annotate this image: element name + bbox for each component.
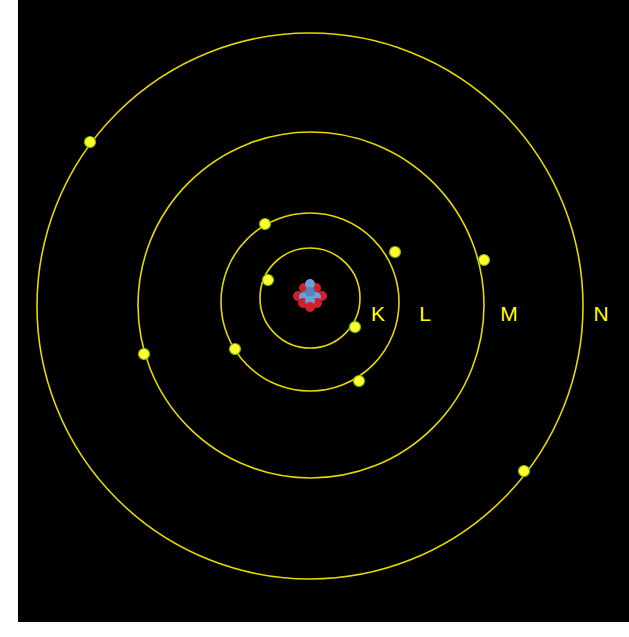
n-shell: [37, 33, 583, 579]
electrons: [85, 137, 530, 477]
shell-label: K: [371, 303, 385, 324]
m-shell: [138, 132, 484, 478]
shell-label: L: [419, 303, 431, 324]
shell-label: M: [500, 303, 518, 324]
background: [18, 0, 629, 622]
shell-label: N: [593, 303, 608, 324]
shells: [37, 33, 583, 579]
nucleus: [293, 279, 327, 312]
l-shell: [221, 213, 399, 391]
k-shell: [260, 248, 360, 348]
